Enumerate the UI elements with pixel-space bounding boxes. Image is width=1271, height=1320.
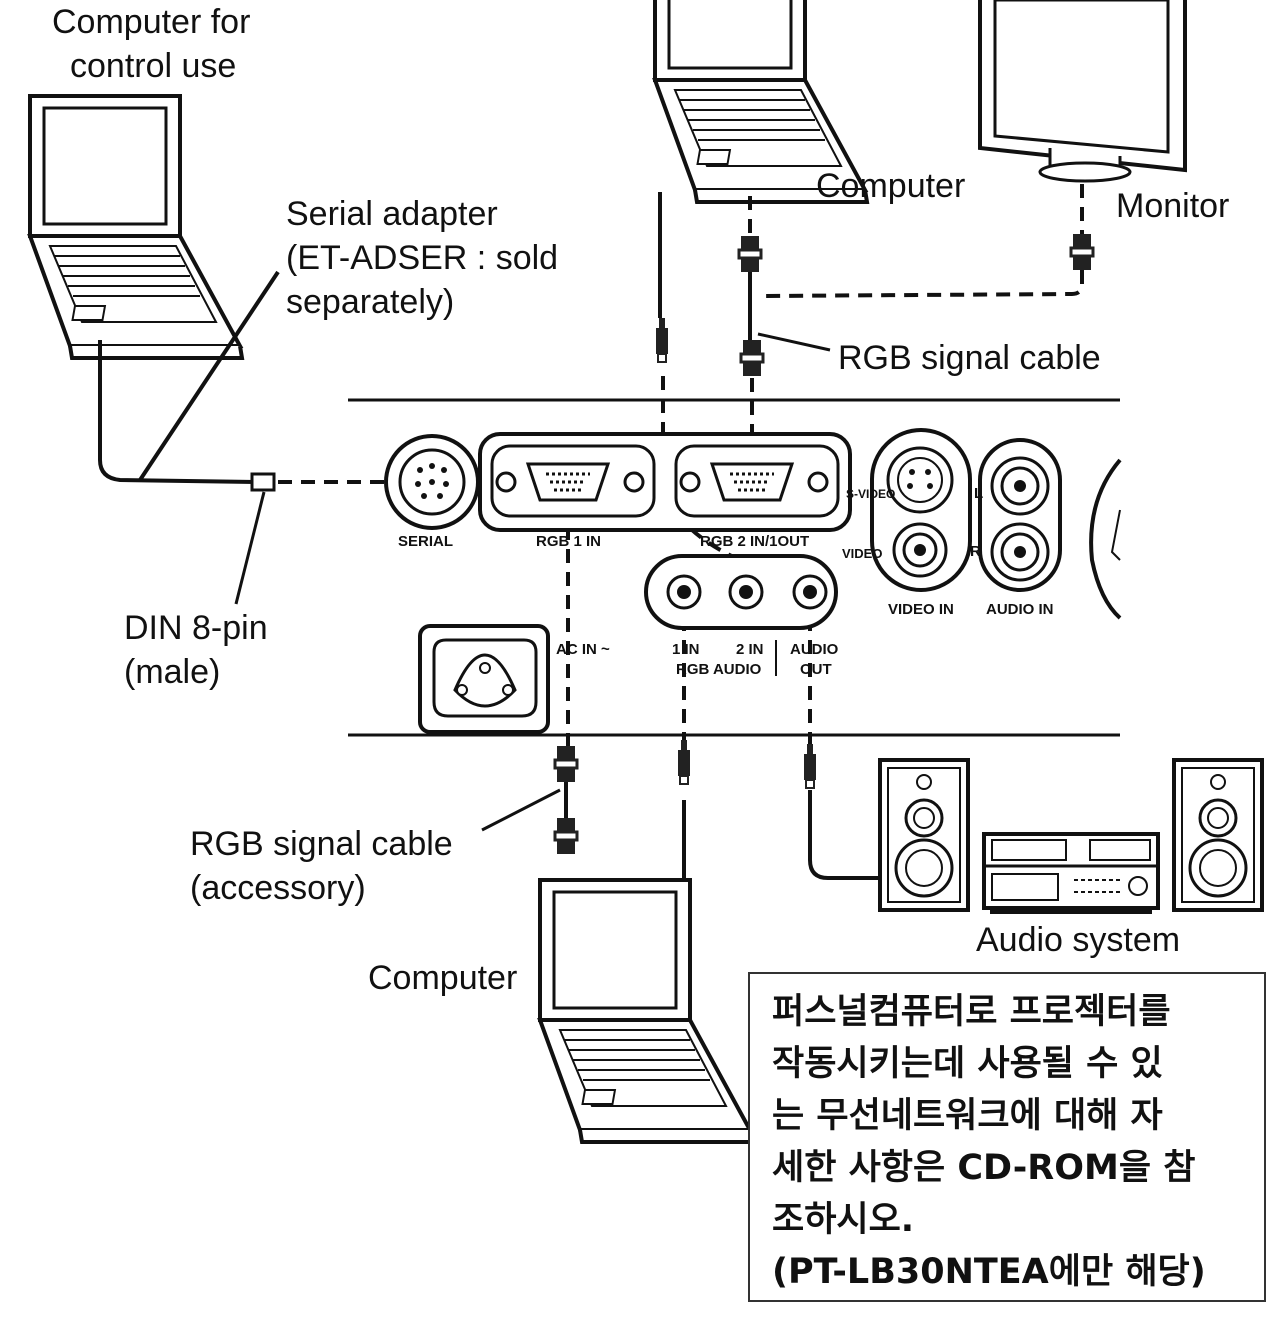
laptop-bottom-icon bbox=[538, 878, 754, 1144]
note-line-1: 퍼스널컴퓨터로 프로젝터를 bbox=[772, 992, 1171, 1032]
in2-label: 2 IN bbox=[736, 641, 764, 658]
rgb-cable-bottom-label: RGB signal cable (accessory) bbox=[190, 822, 453, 910]
computer-top-label: Computer bbox=[816, 167, 966, 205]
laptop-control-icon bbox=[28, 94, 244, 360]
din-pin-line-1: DIN 8-pin bbox=[124, 609, 268, 647]
ac-in-label: AC IN ~ bbox=[556, 641, 610, 658]
audio-l-label: L bbox=[974, 485, 983, 502]
ac-inlet-icon bbox=[418, 624, 550, 734]
korean-note-box: 퍼스널컴퓨터로 프로젝터를 작동시키는데 사용될 수 있 는 무선네트워크에 대… bbox=[748, 972, 1266, 1302]
audio-in-label: AUDIO IN bbox=[986, 601, 1054, 618]
serial-adapter-icon bbox=[250, 472, 276, 492]
rgb2-label: RGB 2 IN/1OUT bbox=[700, 533, 809, 550]
computer-bottom-label: Computer bbox=[368, 959, 518, 997]
note-line-6: (PT-LB30NTEA에만 해당) bbox=[772, 1252, 1206, 1292]
control-computer-line-2: control use bbox=[70, 47, 237, 85]
video-in-label: VIDEO IN bbox=[888, 601, 954, 618]
serial-label: SERIAL bbox=[398, 533, 453, 550]
audio-out-label-1: AUDIO bbox=[790, 641, 839, 658]
note-line-2: 작동시키는데 사용될 수 있 bbox=[772, 1044, 1163, 1084]
audio-jacks-icon bbox=[644, 554, 838, 676]
control-computer-line-1: Computer for bbox=[52, 3, 251, 41]
rgb-cable-top-label: RGB signal cable bbox=[838, 339, 1101, 377]
video-label: VIDEO bbox=[842, 546, 882, 561]
control-computer-label: Computer for control use bbox=[52, 0, 250, 88]
note-line-5: 조하시오. bbox=[772, 1200, 915, 1240]
serial-adapter-line-2: (ET-ADSER : sold bbox=[286, 239, 559, 277]
serial-adapter-label: Serial adapter (ET-ADSER : sold separate… bbox=[286, 192, 558, 324]
audio-r-label: R bbox=[970, 543, 981, 560]
monitor-icon bbox=[978, 0, 1187, 183]
rgb1-label: RGB 1 IN bbox=[536, 533, 601, 550]
audio-out-label-2: OUT bbox=[800, 661, 832, 678]
serial-adapter-line-1: Serial adapter bbox=[286, 195, 498, 233]
rgb-ports-icon bbox=[478, 432, 852, 532]
rgb-cable-bottom-line-1: RGB signal cable bbox=[190, 825, 453, 863]
svideo-label: S-VIDEO bbox=[846, 487, 895, 501]
speaker-right-icon bbox=[1172, 758, 1264, 912]
stereo-unit-icon bbox=[982, 832, 1160, 914]
rgb-cable-bottom-line-2: (accessory) bbox=[190, 869, 366, 907]
rgb-audio-label: RGB AUDIO bbox=[676, 661, 762, 678]
note-line-3: 는 무선네트워크에 대해 자 bbox=[772, 1096, 1163, 1136]
serial-port-icon bbox=[384, 434, 480, 530]
in1-label: 1 IN bbox=[672, 641, 700, 658]
video-jacks-icon bbox=[870, 428, 1122, 620]
serial-adapter-line-3: separately) bbox=[286, 283, 455, 321]
speaker-left-icon bbox=[878, 758, 970, 912]
monitor-label: Monitor bbox=[1116, 187, 1230, 225]
cables-lower bbox=[481, 782, 880, 880]
din-pin-line-2: (male) bbox=[124, 653, 221, 691]
din-pin-label: DIN 8-pin (male) bbox=[124, 606, 268, 694]
note-line-4: 세한 사항은 CD-ROM을 참 bbox=[772, 1148, 1196, 1188]
audio-system-label: Audio system bbox=[976, 921, 1181, 959]
